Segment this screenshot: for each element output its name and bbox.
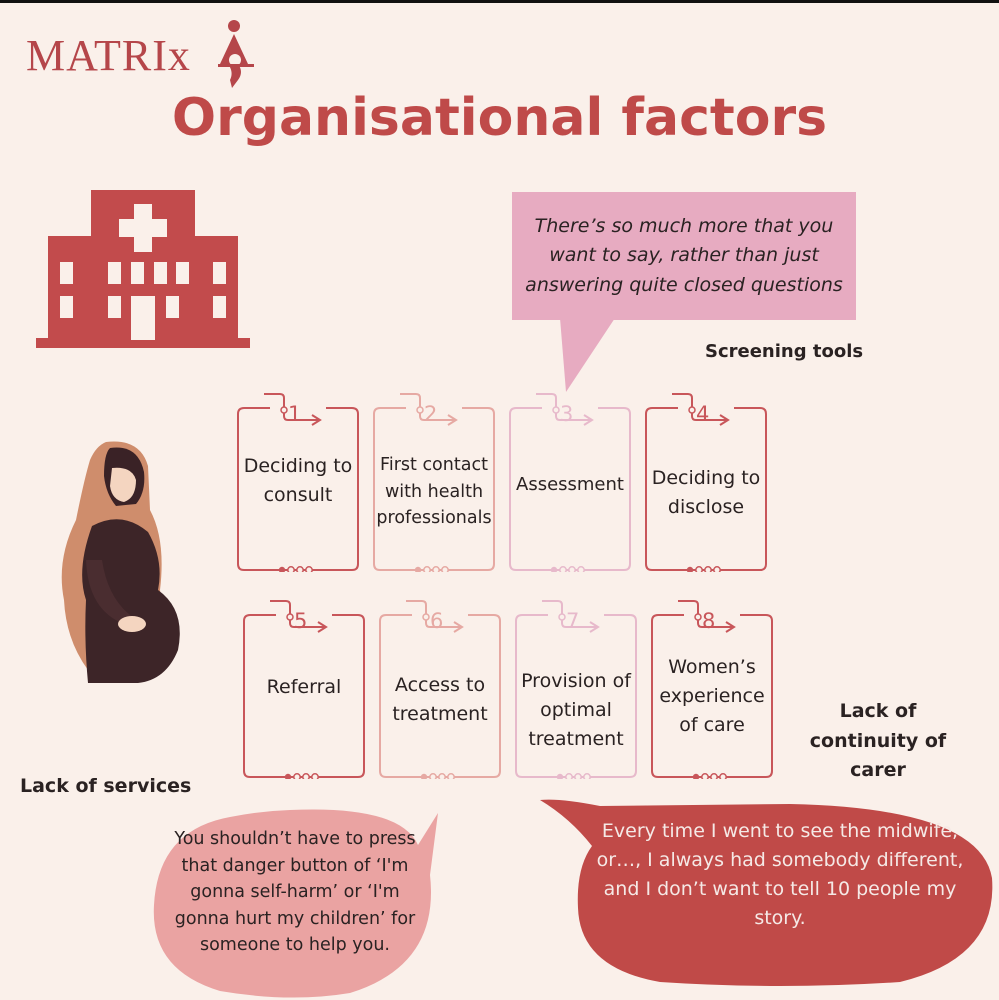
step-number: 6 [430,609,444,633]
step-number: 1 [288,402,302,426]
screening-tools-label: Screening tools [705,341,864,362]
step-number: 8 [702,609,716,633]
step-label: Deciding to consult [243,455,353,506]
speech-bubble-tail [560,318,615,392]
hospital-icon [36,190,250,348]
step-label: Women’s experience of care [659,656,765,736]
pregnant-woman-hijab-illustration [61,441,180,683]
step-label: Deciding to disclose [651,467,761,518]
step-label: Provision of optimal treatment [521,670,631,750]
step-frame [237,393,359,572]
step-frame [373,393,495,572]
step-label: First contact with health professionals [376,455,492,528]
page-title: Organisational factors [171,88,828,148]
logo-text: MATRIx [26,31,191,80]
lack-of-services-label: Lack of services [20,775,192,797]
quote-right-shape [540,799,993,986]
lack-of-continuity-label: Lack of continuity of carer [809,700,947,781]
step-frame [379,600,501,779]
quote-top-text: There’s so much more that you want to sa… [525,214,843,296]
quote-right-text: Every time I went to see the midwife, or… [596,820,964,929]
quote-bubble-right: Every time I went to see the midwife, or… [540,798,999,988]
quote-bubble-left: You shouldn’t have to press that danger … [150,805,440,1000]
quote-left-shape [153,809,438,998]
step-label: Referral [266,676,342,698]
step-number: 4 [696,402,710,426]
quote-bubble-top: There’s so much more that you want to sa… [512,192,856,320]
step-frame [651,600,773,779]
step-frame [509,393,631,572]
quote-left-text: You shouldn’t have to press that danger … [174,829,416,955]
step-frame [243,600,365,779]
step-number: 2 [424,402,438,426]
step-label: Assessment [516,474,624,495]
pregnant-woman-logo-icon [218,20,254,88]
step-frame [645,393,767,572]
step-label: Access to treatment [392,674,488,725]
top-border [0,0,999,3]
step-number: 7 [566,609,580,633]
step-frame [515,600,637,779]
step-number: 5 [294,609,308,633]
step-number: 3 [560,402,574,426]
